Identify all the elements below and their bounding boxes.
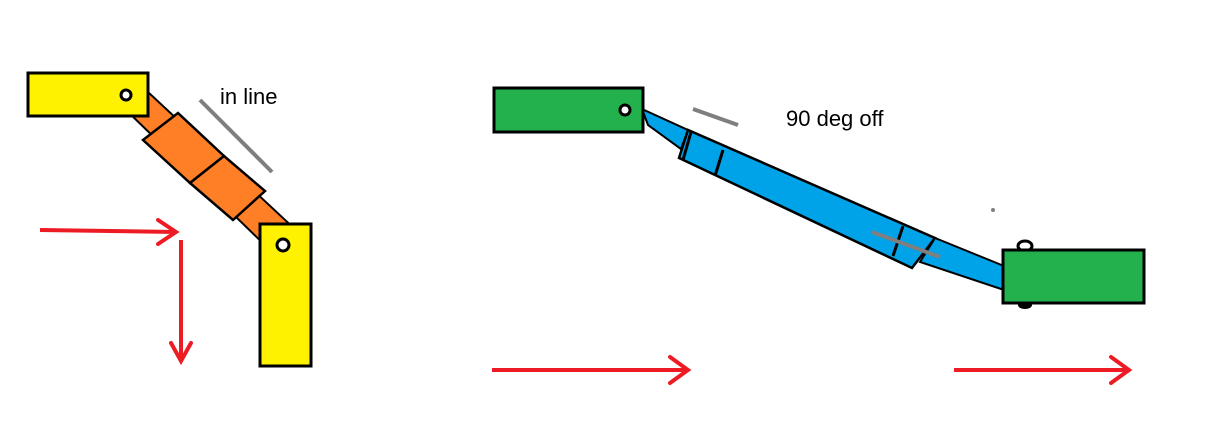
ninety-arrow-left [492,355,692,385]
inline-assembly [26,71,313,368]
ninety-tube-mark-2 [713,149,725,177]
ninety-block-right [1001,248,1146,305]
ninety-shaft-left [640,107,690,151]
ninety-guide-cross [871,230,941,259]
label-90-deg-off: 90 deg off [786,106,884,131]
inline-pivot-top [119,88,133,102]
ninety-tube [677,128,937,270]
inline-arrow-down [169,240,193,366]
ninety-assembly [492,86,1146,385]
ninety-shaft-right [918,236,1005,292]
ninety-stray-dot [991,208,995,212]
ninety-arrow-right [954,355,1133,385]
inline-pivot-bottom [275,237,291,253]
ninety-pivot-left [618,103,632,117]
inline-sleeve-lower [188,154,267,222]
inline-guide-line [198,98,274,174]
ninety-tube-mark-1 [681,131,693,161]
inline-arrow-right [39,218,180,246]
ninety-guide-line [692,107,739,127]
label-in-line: in line [220,84,278,109]
ninety-block-left [492,86,645,134]
